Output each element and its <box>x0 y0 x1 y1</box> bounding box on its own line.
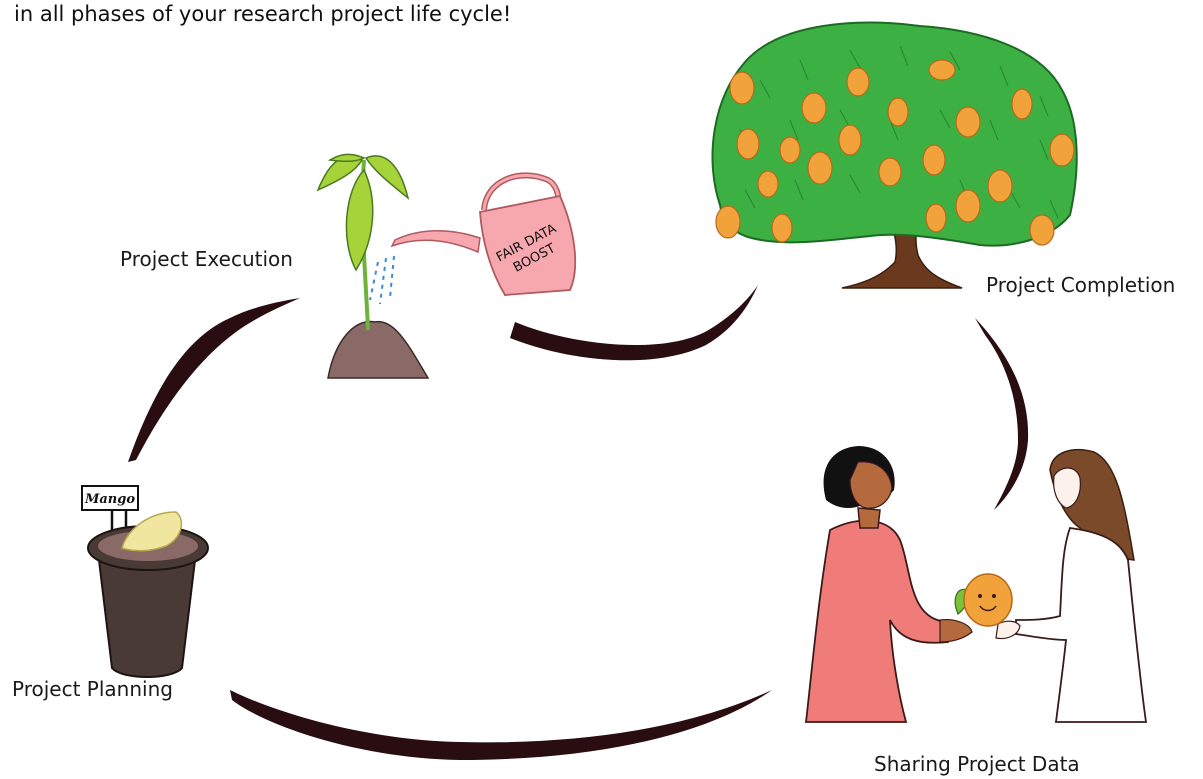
cycle-arrows <box>128 285 1029 760</box>
woman-right-dress <box>1015 527 1148 723</box>
woman-right-hand <box>995 620 1021 640</box>
intro-text: in all phases of your research project l… <box>14 2 512 26</box>
woman-right-face <box>1053 467 1081 509</box>
woman-left-neck <box>857 507 881 529</box>
watering-can-illustration: FAIR DATA BOOST <box>390 172 577 296</box>
mango-smile <box>979 605 997 612</box>
shared-mango <box>963 573 1013 627</box>
sprout-leaf-top <box>327 153 366 163</box>
sprout-leaf-right <box>364 155 410 200</box>
stage-label-planning: Project Planning <box>12 677 173 701</box>
soil-mound <box>327 320 430 379</box>
woman-left-face <box>849 461 893 509</box>
tree-canopy <box>711 21 1078 247</box>
sharing-illustration <box>804 446 1148 723</box>
stage-label-completion: Project Completion <box>986 273 1176 297</box>
arrow-execution-to-completion <box>510 285 758 361</box>
watering-can-spout <box>390 230 481 254</box>
mango-tree-illustration <box>711 21 1078 289</box>
plant-tag <box>81 485 139 511</box>
pot-illustration: Mango <box>81 485 209 678</box>
arrow-planning-to-execution <box>128 298 300 462</box>
plant-tag-text: Mango <box>84 492 135 507</box>
sprout-illustration <box>316 153 430 379</box>
mango-eye-right <box>992 594 996 598</box>
stage-label-execution: Project Execution <box>120 247 293 271</box>
arrow-completion-to-sharing <box>975 318 1029 510</box>
water-drops <box>369 255 395 305</box>
mangoes <box>715 59 1075 246</box>
sprout-leaf-large <box>345 168 374 272</box>
pot-body <box>96 551 198 678</box>
stage-label-sharing: Sharing Project Data <box>874 752 1080 776</box>
woman-left-dress <box>804 519 949 723</box>
arrow-sharing-to-planning <box>230 690 772 760</box>
mango-eye-left <box>978 594 982 598</box>
mango-seed <box>121 511 183 552</box>
watering-can-body <box>479 194 577 296</box>
woman-left-hand <box>939 619 973 643</box>
